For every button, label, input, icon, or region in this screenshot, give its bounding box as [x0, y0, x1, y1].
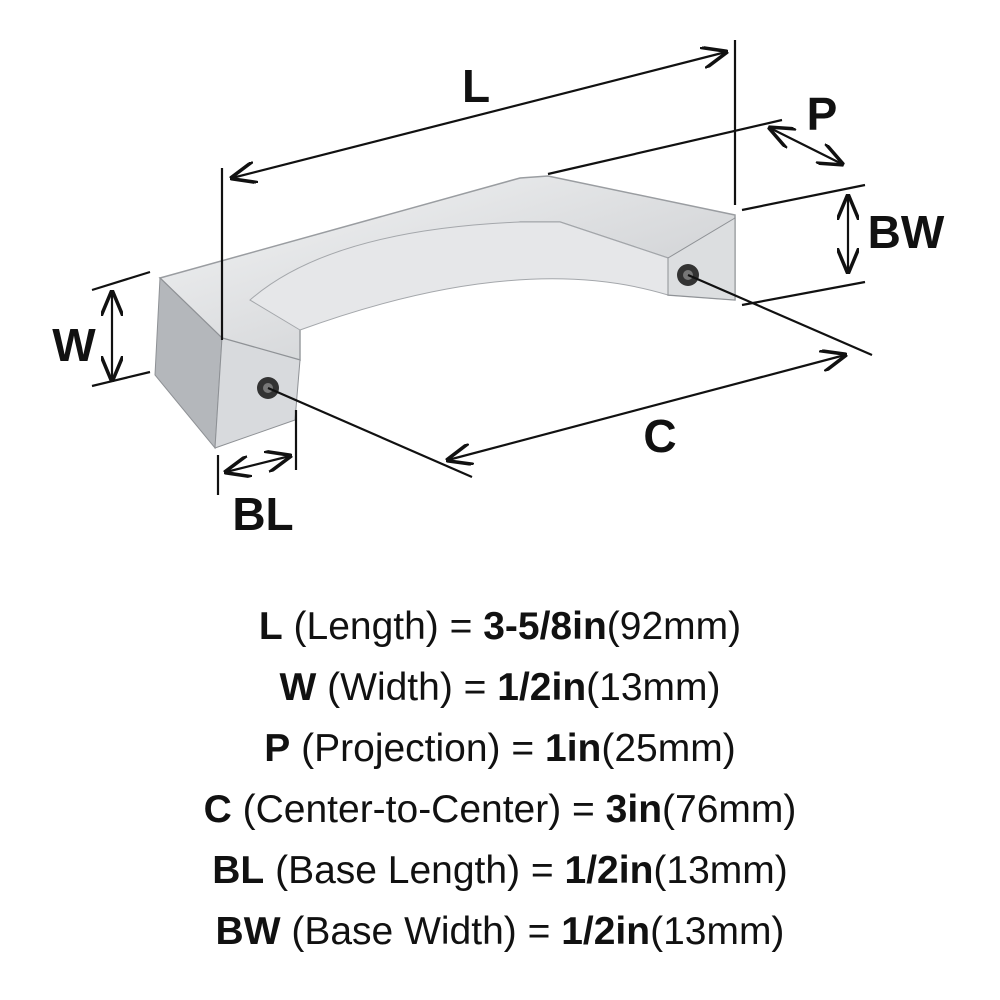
spec-desc: (Center-to-Center) = — [231, 788, 606, 831]
spec-metric: (76mm) — [662, 788, 797, 831]
spec-desc: (Width) = — [316, 666, 498, 709]
spec-key: BL — [212, 849, 265, 892]
label-base-length: BL — [232, 488, 294, 540]
spec-metric: (92mm) — [606, 605, 742, 648]
label-length: L — [461, 60, 491, 112]
cabinet-pull-handle — [154, 175, 736, 450]
spec-key: P — [264, 727, 291, 770]
spec-imperial: 1/2in — [561, 910, 651, 953]
spec-metric: (13mm) — [653, 849, 788, 892]
label-center-to-center: C — [643, 410, 677, 462]
spec-length: L (Length) = 3-5/8in(92mm) — [0, 596, 1000, 657]
spec-imperial: 1/2in — [564, 849, 654, 892]
label-width: W — [52, 319, 96, 371]
spec-imperial: 1/2in — [497, 666, 587, 709]
label-projection: P — [806, 88, 838, 140]
label-base-width: BW — [867, 206, 945, 258]
spec-width: W (Width) = 1/2in(13mm) — [0, 657, 1000, 718]
spec-base-length: BL (Base Length) = 1/2in(13mm) — [0, 840, 1000, 901]
spec-key: L — [258, 605, 283, 648]
dimension-lines — [91, 40, 873, 495]
spec-desc: (Length) = — [282, 605, 484, 648]
spec-desc: (Projection) = — [290, 727, 545, 770]
spec-metric: (13mm) — [586, 666, 721, 709]
spec-desc: (Base Length) = — [264, 849, 565, 892]
spec-imperial: 3in — [605, 788, 663, 831]
spec-imperial: 1in — [545, 727, 602, 770]
spec-metric: (25mm) — [601, 727, 736, 770]
spec-key: BW — [215, 910, 281, 953]
spec-key: W — [279, 666, 317, 709]
spec-projection: P (Projection) = 1in(25mm) — [0, 718, 1000, 779]
spec-metric: (13mm) — [650, 910, 785, 953]
specifications-list: L (Length) = 3-5/8in(92mm) W (Width) = 1… — [0, 596, 1000, 962]
spec-base-width: BW (Base Width) = 1/2in(13mm) — [0, 901, 1000, 962]
spec-imperial: 3-5/8in — [483, 605, 607, 648]
spec-center-to-center: C (Center-to-Center) = 3in(76mm) — [0, 779, 1000, 840]
handle-diagram — [91, 40, 873, 495]
spec-desc: (Base Width) = — [280, 910, 562, 953]
spec-key: C — [203, 788, 232, 831]
